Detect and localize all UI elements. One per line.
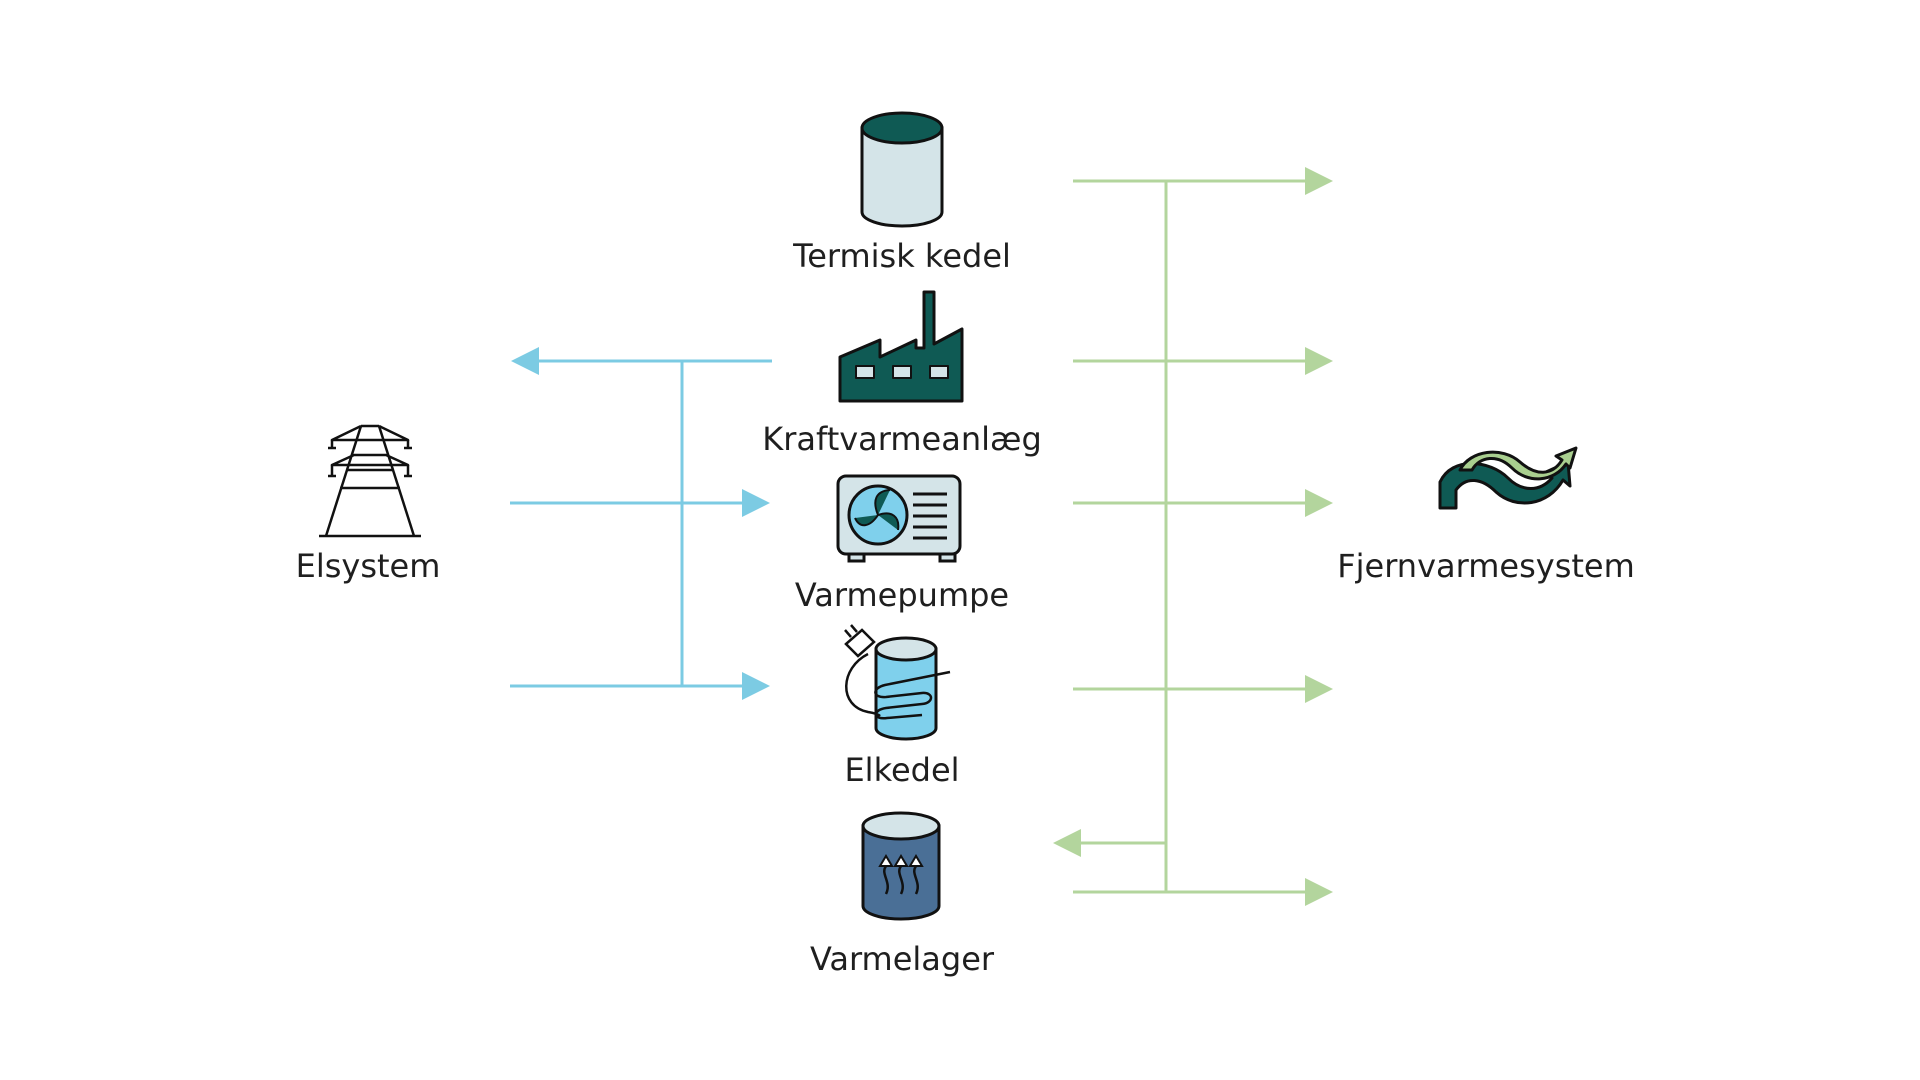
arrowhead-varmepumpe [1305, 489, 1333, 517]
label-fjernvarmesystem: Fjernvarmesystem [1337, 547, 1635, 585]
electric-boiler-icon [844, 624, 951, 741]
power-pylon-icon [319, 424, 421, 538]
arrowhead-varmelager [1305, 878, 1333, 906]
arrowhead-kraftvarme [1305, 347, 1333, 375]
electricity-flows [510, 347, 772, 700]
label-kraftvarmeanlaeg: Kraftvarmeanlæg [762, 420, 1042, 458]
cylinder-tank-icon [860, 111, 944, 228]
arrowhead-termisk-kedel [1305, 167, 1333, 195]
heat-flows [1053, 167, 1333, 906]
arrowhead-to-varmelager [1053, 829, 1081, 857]
district-heating-arrows-icon [1438, 446, 1578, 510]
label-varmelager: Varmelager [810, 940, 995, 978]
arrowhead-to-elsystem [511, 347, 539, 375]
arrowhead-to-elkedel [742, 672, 770, 700]
heat-pump-fan-icon [836, 474, 962, 563]
factory-icon [838, 290, 964, 403]
label-varmepumpe: Varmepumpe [795, 576, 1009, 614]
label-termisk-kedel: Termisk kedel [792, 237, 1011, 275]
label-elkedel: Elkedel [844, 751, 959, 789]
arrowhead-to-heatpump [742, 489, 770, 517]
arrowhead-elkedel [1305, 675, 1333, 703]
heat-storage-tank-icon [861, 811, 941, 921]
label-elsystem: Elsystem [296, 547, 441, 585]
